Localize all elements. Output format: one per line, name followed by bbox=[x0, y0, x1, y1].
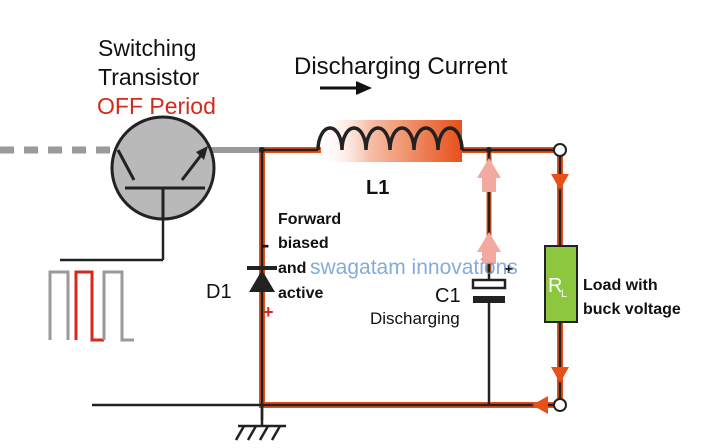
inductor-label: L1 bbox=[366, 177, 389, 199]
resistor-subscript: L bbox=[561, 288, 567, 300]
current-arrow-down-icon bbox=[551, 174, 569, 190]
load-label-line1: Load with bbox=[583, 277, 658, 294]
capacitor-plus-sign: + bbox=[504, 261, 513, 278]
diode-state-line1: Forward bbox=[278, 211, 341, 228]
switching-transistor-symbol bbox=[110, 115, 216, 221]
resistor-symbol-label: R bbox=[548, 275, 562, 297]
capacitor-discharge-arrows bbox=[477, 158, 501, 264]
current-direction-arrow bbox=[320, 81, 372, 95]
load-label-line2: buck voltage bbox=[583, 301, 681, 318]
current-arrow-down-icon bbox=[551, 367, 569, 383]
load-resistor-rl bbox=[544, 245, 578, 323]
capacitor-state-label: Discharging bbox=[370, 309, 460, 328]
off-period-label: OFF Period bbox=[97, 93, 216, 119]
diode-d1 bbox=[247, 266, 277, 292]
discharging-current-label: Discharging Current bbox=[294, 53, 508, 80]
diode-state-line2: biased bbox=[278, 235, 329, 252]
transistor-title-line2: Transistor bbox=[98, 64, 200, 90]
capacitor-label: C1 bbox=[435, 285, 461, 307]
diode-label: D1 bbox=[206, 281, 232, 303]
output-terminal-bottom bbox=[553, 398, 567, 412]
watermark-text: swagatam innovations bbox=[310, 256, 518, 279]
diode-state-line3: and bbox=[278, 260, 306, 277]
diode-minus-sign: - bbox=[262, 232, 269, 257]
ground-icon bbox=[234, 405, 286, 441]
junction-node bbox=[486, 147, 492, 153]
capacitor-c1 bbox=[471, 278, 507, 303]
inductor-l1 bbox=[316, 120, 464, 162]
output-terminal-top bbox=[553, 143, 567, 157]
current-arrow-left-icon bbox=[532, 396, 548, 414]
diode-plus-sign: + bbox=[263, 302, 274, 322]
diode-state-line4: active bbox=[278, 285, 323, 302]
junction-node bbox=[259, 147, 265, 153]
pwm-pulse-waveform bbox=[48, 270, 134, 342]
transistor-title-line1: Switching bbox=[98, 35, 196, 61]
